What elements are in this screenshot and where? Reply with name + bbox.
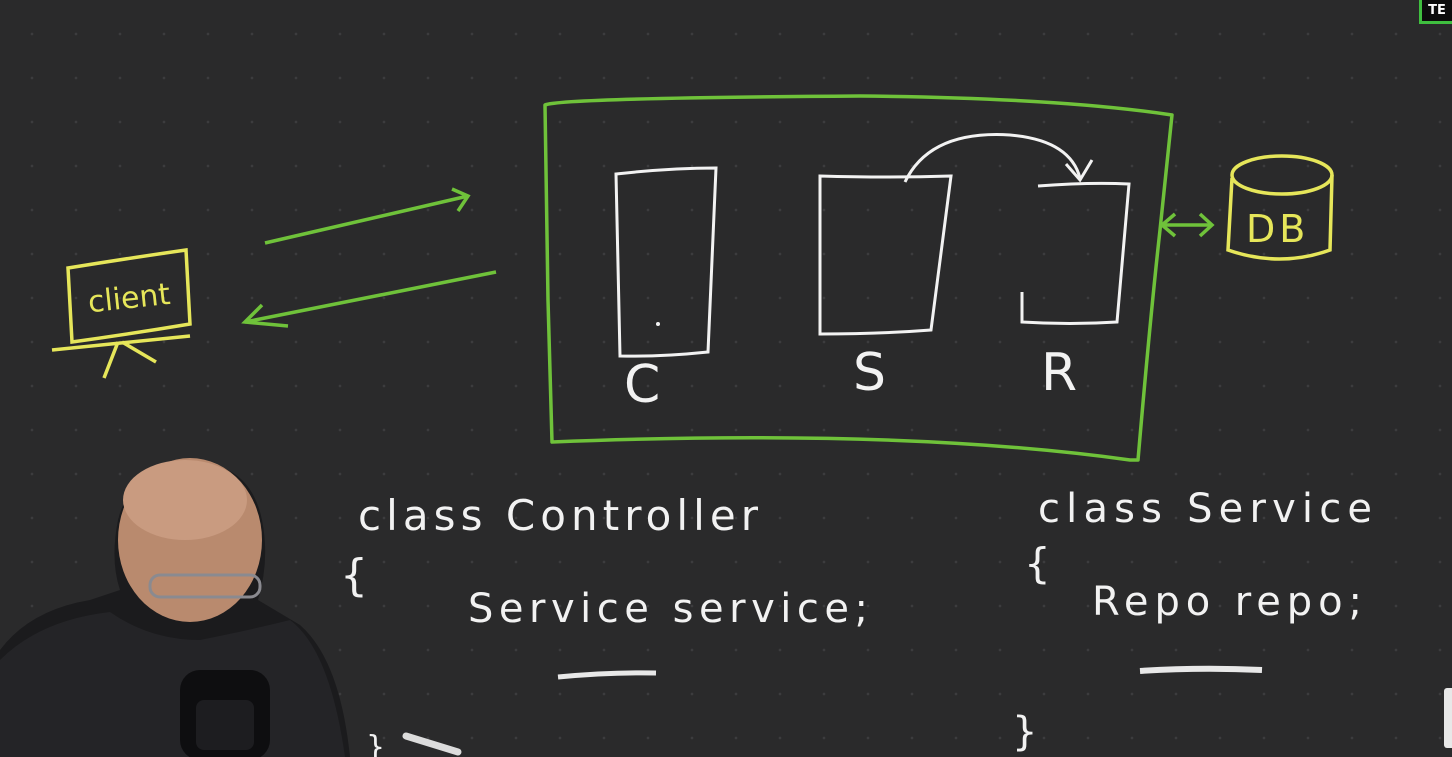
- request-arrow: [264, 194, 469, 245]
- right-class-line: class Service: [1038, 486, 1372, 532]
- left-underline: [557, 670, 657, 680]
- client-monitor: [66, 247, 192, 344]
- db-cylinder-top: [1230, 154, 1334, 196]
- service-label: S: [853, 343, 886, 403]
- controller-box: [614, 166, 718, 358]
- side-tab[interactable]: [1444, 688, 1452, 748]
- corner-badge: TE: [1419, 0, 1452, 24]
- right-close-brace: }: [1012, 709, 1037, 755]
- left-open-brace: {: [340, 550, 368, 601]
- right-open-brace: {: [1024, 539, 1051, 588]
- repository-box: [1020, 181, 1131, 325]
- client-label: client: [86, 277, 172, 320]
- db-cylinder-body: [1226, 174, 1334, 261]
- pen: [402, 732, 462, 756]
- service-to-repo-arrow: [903, 133, 1082, 183]
- left-field-line: Service service;: [468, 586, 868, 632]
- left-class-line: class Controller: [358, 491, 759, 540]
- controller-label: C: [624, 355, 660, 415]
- right-field-line: Repo repo;: [1092, 579, 1362, 625]
- presenter-photo: [0, 458, 350, 757]
- left-close-brace: }: [366, 730, 385, 757]
- right-underline: [1139, 665, 1263, 674]
- db-label: DB: [1246, 207, 1309, 251]
- system-boundary: [543, 94, 1174, 462]
- repository-label: R: [1041, 343, 1077, 403]
- service-box: [818, 174, 953, 336]
- response-arrow: [244, 270, 497, 324]
